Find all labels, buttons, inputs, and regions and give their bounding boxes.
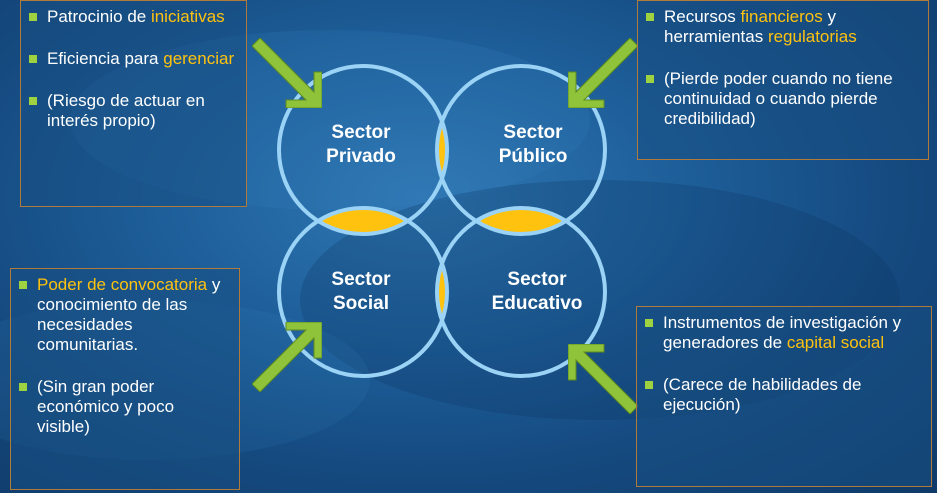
bullet-square-icon — [29, 97, 37, 105]
bullet-text: Patrocinio de — [47, 7, 151, 26]
bullet-square-icon — [645, 381, 653, 389]
bullet-text: Instrumentos de investigación y generado… — [663, 313, 902, 352]
bullet-item: (Pierde poder cuando no tiene continuida… — [646, 69, 918, 129]
bullet-item: (Riesgo de actuar en interés propio) — [29, 91, 236, 131]
bullet-item: Eficiencia para gerenciar — [29, 49, 236, 69]
arrow-top-right-icon — [568, 38, 638, 108]
bullet-square-icon — [19, 383, 27, 391]
bullet-text: (Carece de habilidades de ejecución) — [663, 375, 862, 414]
bullet-text: Recursos — [664, 7, 741, 26]
arrow-bottom-right-icon — [568, 344, 638, 414]
bullet-text: regulatorias — [767, 27, 857, 46]
bullet-text: iniciativas — [150, 7, 225, 26]
bullet-item: Poder de convocatoria y conocimiento de … — [19, 275, 229, 355]
bullet-square-icon — [646, 13, 654, 21]
bullet-square-icon — [19, 281, 27, 289]
arrow-top-left-icon — [252, 38, 322, 108]
circle-sector-social — [277, 206, 449, 378]
bullet-text: y conocimiento de las necesidades comuni… — [37, 275, 221, 354]
bullet-item: Recursos financieros y herramientas regu… — [646, 7, 918, 47]
bullet-item: Instrumentos de investigación y generado… — [645, 313, 921, 353]
bullet-text: capital social — [786, 333, 885, 352]
circle-sector-publico — [435, 64, 607, 236]
bullet-text: (Pierde poder cuando no tiene continuida… — [664, 69, 893, 128]
bullet-square-icon — [29, 13, 37, 21]
bullet-item: (Carece de habilidades de ejecución) — [645, 375, 921, 415]
bullet-square-icon — [646, 75, 654, 83]
bullet-list: Poder de convocatoria y conocimiento de … — [19, 275, 229, 437]
box-sector-publico: Recursos financieros y herramientas regu… — [637, 0, 929, 160]
box-sector-educativo: Instrumentos de investigación y generado… — [636, 306, 932, 487]
circle-sector-privado — [277, 64, 449, 236]
bullet-item: (Sin gran poder económico y poco visible… — [19, 377, 229, 437]
bullet-text: (Riesgo de actuar en interés propio) — [47, 91, 205, 130]
bullet-text: Eficiencia para — [47, 49, 164, 68]
bullet-text: financieros — [740, 7, 823, 26]
circle-sector-educativo — [435, 206, 607, 378]
box-sector-social: Poder de convocatoria y conocimiento de … — [10, 268, 240, 490]
bullet-item: Patrocinio de iniciativas — [29, 7, 236, 27]
bullet-text: gerenciar — [163, 49, 235, 68]
bullet-list: Recursos financieros y herramientas regu… — [646, 7, 918, 129]
arrow-bottom-left-icon — [252, 322, 322, 392]
bullet-text: Poder de convocatoria — [37, 275, 208, 294]
bullet-text: (Sin gran poder económico y poco visible… — [37, 377, 175, 436]
bullet-square-icon — [29, 55, 37, 63]
bullet-text: y herramientas — [664, 7, 836, 46]
bullet-square-icon — [645, 319, 653, 327]
bullet-list: Instrumentos de investigación y generado… — [645, 313, 921, 415]
